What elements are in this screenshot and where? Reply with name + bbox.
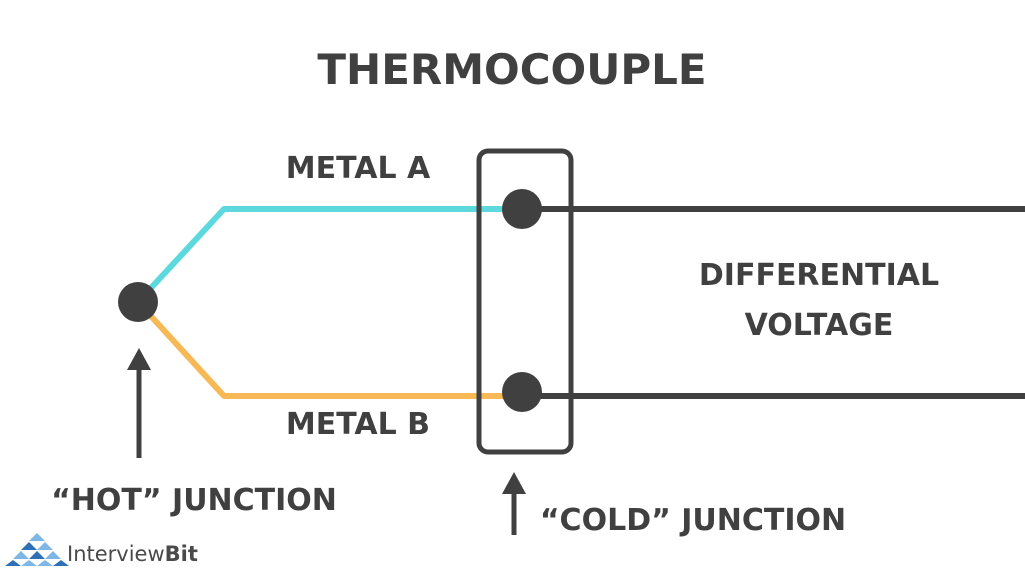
metal-b-wire xyxy=(135,299,522,399)
cold-junction-dot-bottom xyxy=(502,372,542,412)
metal-b-label: METAL B xyxy=(286,407,430,442)
cold-junction-arrow xyxy=(502,472,526,535)
logo-text-regular: Interview xyxy=(67,542,165,566)
cold-junction-dot-top xyxy=(502,189,542,229)
interviewbit-triangle-logo-icon xyxy=(5,533,69,566)
logo-text-bold: Bit xyxy=(165,542,198,566)
interviewbit-logo: InterviewBit xyxy=(5,533,198,566)
diagram-title: THERMOCOUPLE xyxy=(317,45,706,94)
hot-junction-arrow xyxy=(127,348,151,458)
hot-junction-dot xyxy=(118,282,158,322)
differential-voltage-label-line2: VOLTAGE xyxy=(745,308,894,343)
logo-text: InterviewBit xyxy=(67,542,198,566)
differential-voltage-label-line1: DIFFERENTIAL xyxy=(699,258,939,293)
metal-a-wire xyxy=(135,206,522,305)
metal-a-label: METAL A xyxy=(286,151,431,186)
cold-junction-box xyxy=(476,148,574,455)
hot-junction-label: “HOT” JUNCTION xyxy=(51,483,337,518)
cold-junction-label: “COLD” JUNCTION xyxy=(540,503,846,538)
